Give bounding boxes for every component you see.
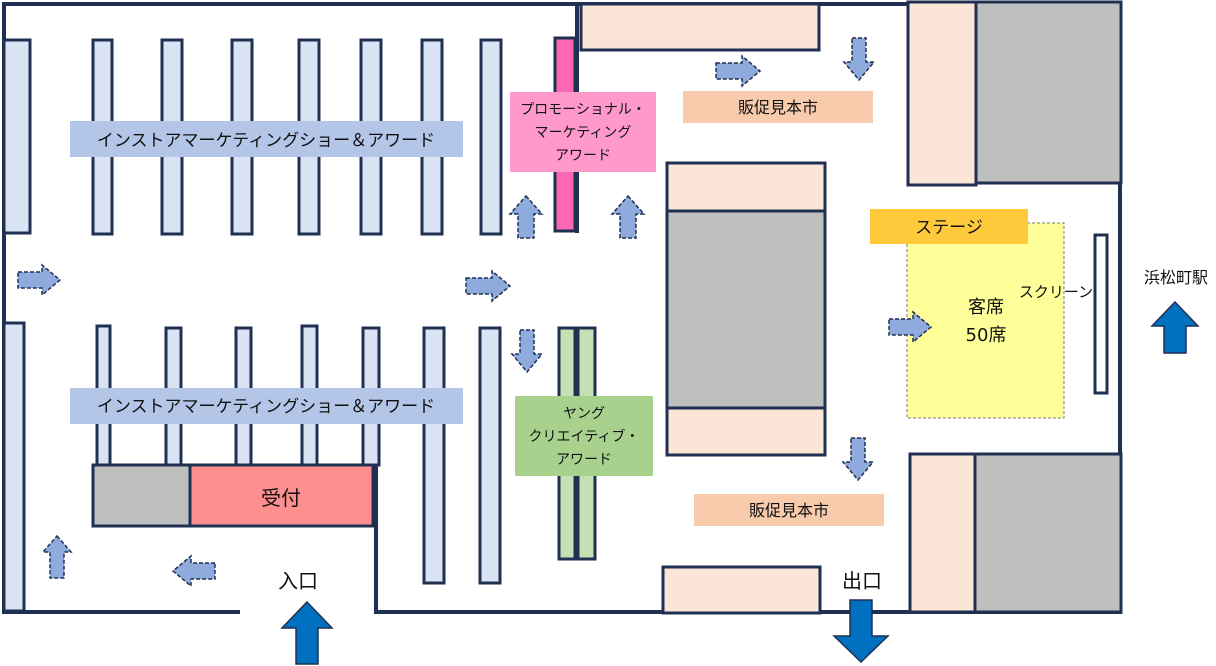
central-bottom-peach: [665, 406, 827, 457]
sales-upper-label: 販促見本市: [738, 98, 818, 117]
flow-arrow-up-icon: [41, 534, 73, 579]
top-peach-booth: [579, 2, 821, 52]
booth-row: [479, 38, 503, 236]
flow-arrow-right-icon: [715, 54, 762, 88]
stage-label: ステージ: [915, 218, 983, 238]
promo-label-line3: アワード: [555, 148, 611, 164]
left-booth-upper: [2, 38, 32, 235]
station-label: 浜松町駅: [1144, 268, 1208, 287]
reception-desk: [188, 463, 375, 528]
sales-lower-label: 販促見本市: [749, 501, 829, 520]
instore-upper-label-bg: [70, 121, 463, 157]
right-bottom-peach: [908, 452, 977, 614]
station-arrow-up-icon: [1150, 300, 1200, 354]
promo-label-line2: マーケティング: [535, 125, 632, 141]
entrance-arrow-up-icon: [280, 600, 334, 665]
right-top-block: [906, 0, 1123, 187]
wall-top-left: [2, 2, 575, 614]
booth-row: [478, 326, 502, 585]
reception-label: 受付: [261, 486, 301, 510]
right-bottom-gray: [973, 452, 1123, 614]
young-zone: [515, 396, 653, 476]
young-label-line3: アワード: [556, 452, 612, 468]
seats-label-line1: 客席: [968, 297, 1004, 318]
instore-upper-label: インストアマーケティングショー＆アワード: [97, 131, 435, 151]
seats-label-line2: 50席: [966, 325, 1007, 346]
left-booth-lower: [2, 321, 26, 613]
flow-arrow-down-icon: [841, 437, 875, 482]
flow-arrows: [17, 37, 933, 588]
flow-arrow-right-icon: [888, 310, 933, 344]
entrance-label: 入口: [278, 569, 318, 593]
instore-lower-label: インストアマーケティングショー＆アワード: [97, 397, 435, 417]
exit-arrow-down-icon: [832, 599, 890, 664]
young-label-line2: クリエイティブ・: [529, 428, 640, 445]
screen-label: スクリーン: [1019, 283, 1093, 301]
central-island: [665, 161, 827, 457]
lower-booth-rows: [95, 324, 502, 585]
flow-arrow-up-icon: [610, 194, 646, 239]
promo-label-line1: プロモーショナル・: [520, 102, 646, 118]
right-top-peach: [906, 0, 978, 187]
flow-arrow-right-icon: [465, 269, 512, 303]
central-top-peach: [665, 161, 827, 213]
instore-lower-label-bg: [70, 388, 463, 424]
exit-label: 出口: [842, 569, 882, 593]
booth-row: [422, 326, 446, 585]
flow-arrow-left-icon: [171, 554, 216, 588]
screen: [1093, 233, 1109, 395]
bottom-peach-booth: [661, 565, 822, 615]
stage: [870, 209, 1028, 244]
promo-zone: [510, 92, 656, 172]
reception-gray: [91, 463, 192, 528]
right-top-gray: [974, 0, 1123, 185]
flow-arrow-up-icon: [508, 194, 544, 239]
sales-lower-bg: [694, 494, 884, 526]
flow-arrow-down-icon: [842, 37, 876, 82]
right-bottom-block: [908, 452, 1123, 614]
central-gray: [665, 209, 827, 410]
flow-arrow-down-icon: [510, 329, 544, 374]
flow-arrow-right-icon: [17, 263, 62, 297]
sales-upper-bg: [683, 91, 873, 123]
young-label-line1: ヤング: [563, 406, 605, 422]
seats-area: [906, 222, 1065, 419]
